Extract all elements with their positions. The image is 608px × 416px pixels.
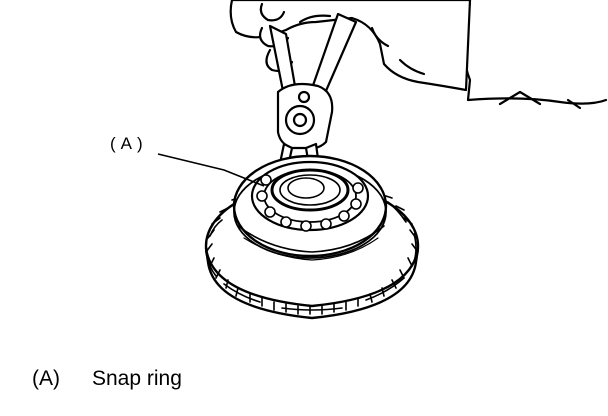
callout-label-a: (A) <box>110 134 148 153</box>
gear-assembly <box>204 154 420 320</box>
legend-item: (A) Snap ring <box>32 367 182 391</box>
hand <box>229 0 472 92</box>
legend-key: (A) <box>32 367 60 390</box>
sleeve <box>463 0 608 110</box>
callout-leader-line <box>157 153 265 187</box>
legend-text: Snap ring <box>92 367 182 390</box>
